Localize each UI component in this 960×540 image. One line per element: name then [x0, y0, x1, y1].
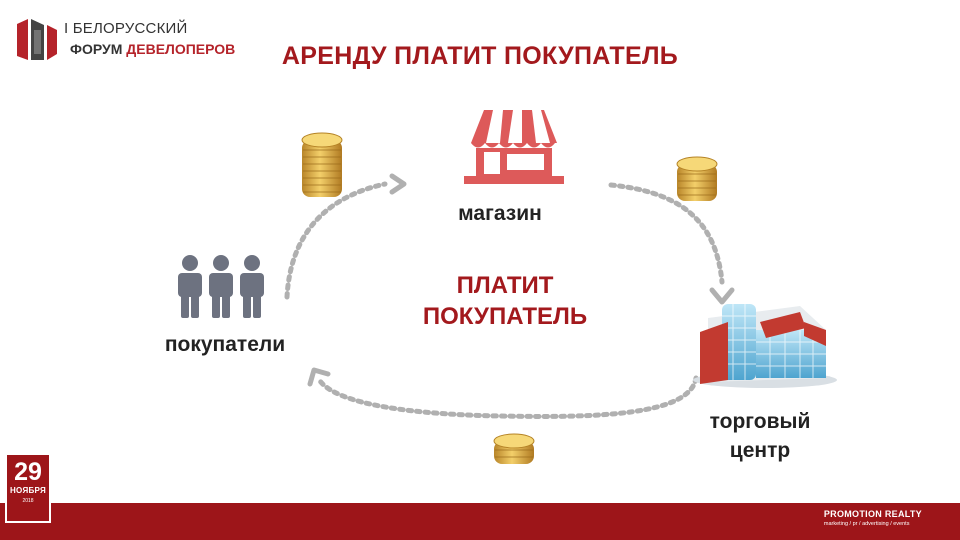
footer-bar: [0, 503, 960, 540]
brand-tagline: marketing / pr / advertising / events: [823, 521, 910, 527]
arrow-mall-to-buyers: [307, 367, 699, 419]
center-caption-line1: ПЛАТИТ: [456, 272, 554, 299]
forum-logo-mark-icon: [17, 19, 57, 60]
date-day: 29: [14, 458, 42, 486]
date-badge: 29 НОЯБРЯ 2018: [5, 453, 51, 523]
mall-label: торговый центр: [685, 407, 835, 465]
logo-word-forum: ФОРУМ: [70, 41, 123, 57]
mall-label-line2: центр: [729, 439, 791, 462]
mall-label-line1: торговый: [709, 410, 811, 433]
date-month: НОЯБРЯ: [9, 486, 47, 495]
logo-title-line2: ФОРУМ ДЕВЕЛОПЕРОВ: [70, 41, 235, 57]
brand-name: PROMOTION REALTY: [823, 509, 922, 519]
coin-stack-icon: [493, 433, 535, 464]
coin-stack-icon: [676, 156, 718, 201]
logo-title-line1: I БЕЛОРУССКИЙ: [64, 20, 188, 37]
center-caption-line2: ПОКУПАТЕЛЬ: [422, 303, 588, 330]
brand-block: PROMOTION REALTY marketing / pr / advert…: [824, 509, 922, 527]
buyers-label: покупатели: [164, 333, 286, 356]
shop-awning-icon: [464, 110, 564, 184]
coin-stack-icon: [301, 132, 343, 197]
mall-building-icon: [693, 304, 837, 388]
center-caption: ПЛАТИТ ПОКУПАТЕЛЬ: [380, 270, 630, 332]
forum-logo: I БЕЛОРУССКИЙ ФОРУМ ДЕВЕЛОПЕРОВ: [14, 14, 235, 64]
arrow-shop-to-mall: [608, 182, 735, 305]
arrow-buyers-to-shop: [284, 173, 407, 300]
date-year: 2018: [22, 498, 34, 504]
people-group-icon: [178, 255, 264, 318]
slide-title: АРЕНДУ ПЛАТИТ ПОКУПАТЕЛЬ: [281, 42, 679, 70]
shop-label: магазин: [458, 202, 542, 225]
logo-word-developers: ДЕВЕЛОПЕРОВ: [126, 41, 236, 57]
